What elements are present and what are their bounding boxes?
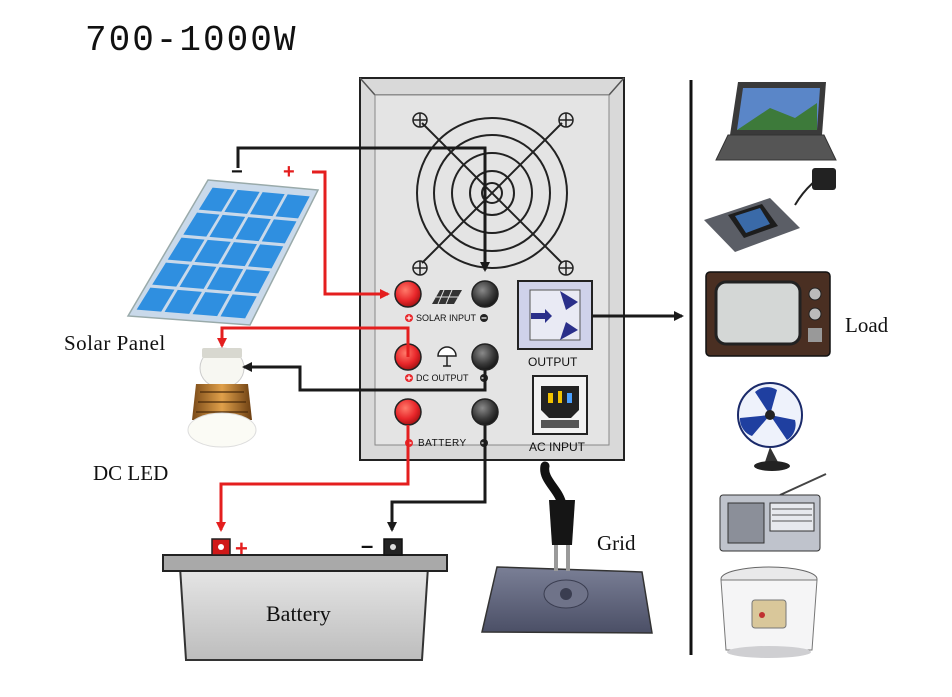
solar-input-positive-terminal[interactable]	[394, 280, 422, 308]
solar-panel-label: Solar Panel	[64, 331, 166, 355]
electric-fan-icon	[737, 382, 803, 471]
solar-cell	[198, 187, 235, 212]
radio-icon	[719, 473, 827, 552]
television-icon	[705, 271, 831, 357]
ac-output-socket[interactable]	[517, 280, 593, 350]
solar-panel-minus-sign: −	[231, 161, 243, 183]
lamp-icon	[437, 346, 457, 367]
load-label: Load	[845, 313, 889, 337]
battery-label: Battery	[266, 601, 331, 626]
diagram-title: 700-1000W	[85, 20, 297, 61]
solar-panel-plus-sign: +	[283, 161, 295, 183]
rice-cooker-icon	[720, 566, 818, 658]
solar-panel-image	[126, 179, 320, 326]
solar-cell	[183, 212, 220, 237]
battery-plus-sign: +	[235, 536, 248, 561]
dc-led-label: DC LED	[93, 461, 168, 485]
battery-terminal-label: BATTERY	[418, 438, 467, 449]
solar-cell	[275, 194, 310, 219]
solar-cell	[249, 192, 285, 217]
solar-cell	[234, 269, 270, 294]
solar-input-label: SOLAR INPUT	[416, 313, 477, 323]
output-label: OUTPUT	[528, 355, 578, 369]
dc-output-negative-terminal[interactable]	[471, 343, 499, 371]
solar-cell	[220, 294, 257, 319]
solar-cell	[209, 214, 246, 239]
phone-charger-icon	[704, 168, 836, 252]
solar-cell	[235, 217, 271, 242]
solar-cell	[221, 242, 257, 267]
battery-minus-sign: –	[361, 533, 373, 558]
solar-cell	[192, 292, 230, 317]
solar-cell	[136, 287, 175, 312]
solar-cell	[152, 262, 190, 287]
screw-icon	[412, 112, 574, 276]
battery-positive-terminal[interactable]	[394, 398, 422, 426]
ac-input-label: AC INPUT	[529, 440, 586, 454]
ac-input-inlet[interactable]	[532, 375, 588, 435]
solar-input-negative-terminal[interactable]	[471, 280, 499, 308]
solar-cell	[194, 239, 231, 264]
grid-label: Grid	[597, 531, 636, 555]
inverter-unit: SOLAR INPUT DC OUTPUT BATTERY OUTPUT	[359, 77, 625, 461]
dc-output-label: DC OUTPUT	[416, 373, 469, 383]
solar-cell	[164, 289, 202, 314]
solar-cell	[248, 244, 284, 269]
wiring	[216, 146, 684, 532]
grid-wall-socket-image	[481, 461, 653, 634]
dc-led-bulb-image	[187, 347, 257, 448]
solar-panel-icon	[432, 289, 462, 305]
minus-circle-icon	[480, 314, 488, 322]
plus-circle-icon	[405, 374, 413, 382]
solar-cell	[224, 189, 260, 214]
battery-negative-terminal[interactable]	[471, 398, 499, 426]
battery-image	[162, 538, 448, 661]
plus-circle-icon	[405, 314, 413, 322]
solar-cell	[167, 237, 205, 262]
laptop-icon	[715, 82, 837, 161]
solar-cell	[261, 219, 297, 244]
cooling-fan-grille	[416, 117, 568, 269]
solar-cell	[179, 264, 217, 289]
solar-cell	[206, 267, 244, 292]
